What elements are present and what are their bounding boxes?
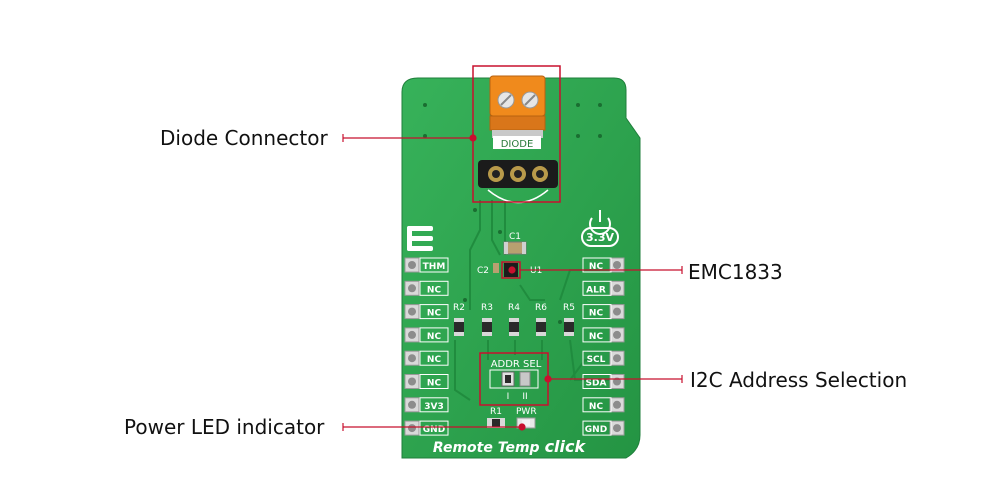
label-r6: R6 xyxy=(535,303,547,313)
left-pin-7-3v3: 3V3 xyxy=(404,397,449,413)
resistor-row: R2 R3 R4 R6 R5 xyxy=(453,303,575,313)
right-pin-label: SDA xyxy=(586,379,607,389)
right-pin-label: NC xyxy=(589,402,604,412)
addr-sel-jumper-outline xyxy=(489,369,539,389)
connector-label-bg xyxy=(493,136,541,149)
board-name-text: Remote Temp xyxy=(433,440,540,456)
left-pin-2-nc: NC xyxy=(404,280,449,296)
left-pin-8-gnd: GND xyxy=(404,420,449,436)
label-jumper-pos-2: II xyxy=(522,392,527,402)
left-pin-5-nc: NC xyxy=(404,350,449,366)
connector-label: DIODE xyxy=(501,139,534,150)
label-u1: U1 xyxy=(530,266,542,276)
voltage-badge-outline xyxy=(581,227,619,247)
capacitor-c2 xyxy=(493,263,499,273)
label-r5: R5 xyxy=(563,303,575,313)
callout-i2c-address-selection: I2C Address Selection xyxy=(690,368,908,392)
left-pin-4-nc: NC xyxy=(404,327,449,343)
right-pin-label: NC xyxy=(589,309,604,319)
callout-power-led-indicator: Power LED indicator xyxy=(124,415,325,439)
mikroe-logo-icon xyxy=(407,226,433,251)
callout-emc1833: EMC1833 xyxy=(688,260,783,284)
right-pin-label: ALR xyxy=(586,285,606,295)
callout-diode-connector: Diode Connector xyxy=(160,126,328,150)
right-pin-label: SCL xyxy=(587,355,606,365)
left-pin-label: NC xyxy=(427,309,442,319)
right-pin-3-nc: NC xyxy=(582,304,625,320)
label-jumper-pos-1: I xyxy=(507,392,510,402)
right-pin-5-scl: SCL xyxy=(582,350,625,366)
pcb-vias xyxy=(423,103,602,324)
power-symbol-icon xyxy=(589,210,611,235)
right-pin-2-alr: ALR xyxy=(582,280,625,296)
left-pin-label: NC xyxy=(427,379,442,389)
label-r2: R2 xyxy=(453,303,465,313)
diode-terminal-block xyxy=(489,75,546,138)
right-pin-6-sda: SDA xyxy=(582,374,625,389)
left-pin-1-thm: THM xyxy=(404,257,449,273)
right-pin-7-nc: NC xyxy=(582,397,625,413)
label-addr-sel: ADDR SEL xyxy=(491,359,542,370)
right-pin-8-gnd: GND xyxy=(582,420,625,436)
left-pin-label: GND xyxy=(423,425,445,435)
label-r3: R3 xyxy=(481,303,493,313)
left-pin-3-nc: NC xyxy=(404,304,449,320)
label-r1: R1 xyxy=(490,407,502,417)
left-pin-label: THM xyxy=(423,262,446,272)
board-brand-word: click xyxy=(545,437,587,456)
left-pin-label: NC xyxy=(427,285,442,295)
left-pin-label: NC xyxy=(427,332,442,342)
right-pin-header: NC ALR NC NC SCL SDA NC GND xyxy=(582,257,625,436)
diode-header-socket xyxy=(478,160,558,188)
left-pin-label: NC xyxy=(427,355,442,365)
right-pin-label: NC xyxy=(589,262,604,272)
left-pin-label: 3V3 xyxy=(424,402,444,412)
resistor-bodies xyxy=(454,318,574,336)
board-name: Remote Temp click xyxy=(433,437,587,456)
label-c1: C1 xyxy=(509,232,521,242)
voltage-badge: 3.3V xyxy=(586,231,614,244)
label-pwr: PWR xyxy=(516,407,537,417)
right-pin-1-nc: NC xyxy=(582,257,625,273)
right-pin-label: NC xyxy=(589,332,604,342)
pcb-board xyxy=(401,77,641,459)
callout-leaders xyxy=(342,134,683,431)
label-c2: C2 xyxy=(477,266,489,276)
left-pin-6-nc: NC xyxy=(404,374,449,389)
label-r4: R4 xyxy=(508,303,520,313)
right-pin-label: GND xyxy=(585,425,607,435)
diode-connector-highlight xyxy=(472,65,561,203)
right-pin-4-nc: NC xyxy=(582,327,625,343)
